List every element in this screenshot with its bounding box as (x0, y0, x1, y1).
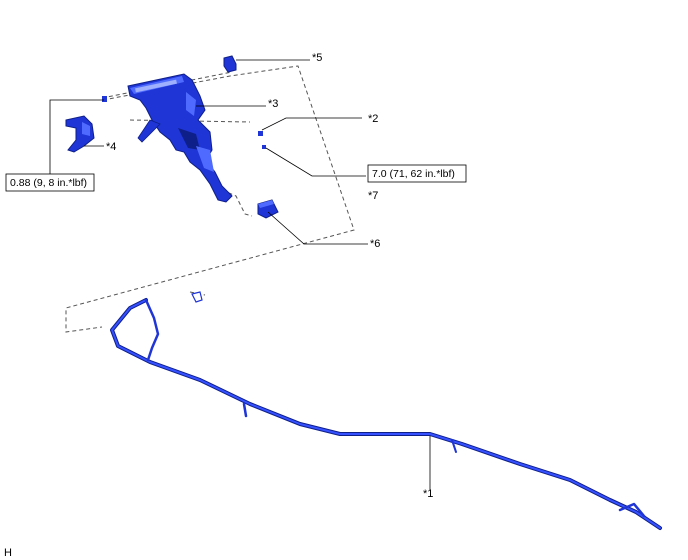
corner-mark: H (4, 547, 12, 559)
callout-5: *5 (312, 52, 322, 64)
torque-left-text: 0.88 (9, 8 in.*lbf) (10, 177, 87, 189)
callout-3: *3 (268, 98, 278, 110)
callout-1: *1 (423, 488, 433, 500)
bracket-part-4 (65, 115, 95, 153)
torque-box-left: 0.88 (9, 8 in.*lbf) (5, 173, 95, 192)
callout-6: *6 (370, 238, 380, 250)
cable-clip (191, 291, 203, 303)
nut-part-2 (258, 131, 266, 149)
bolt-left (102, 96, 107, 102)
clip-part-5 (223, 55, 237, 73)
leader-lines (49, 59, 431, 490)
pad-part-6 (257, 199, 279, 219)
parking-brake-pedal-assembly (127, 73, 233, 203)
callout-7: *7 (368, 190, 378, 202)
callout-2: *2 (368, 113, 378, 125)
torque-right-text: 7.0 (71, 62 in.*lbf) (372, 168, 455, 180)
torque-box-right: 7.0 (71, 62 in.*lbf) (367, 164, 467, 183)
callout-4: *4 (106, 141, 116, 153)
parking-brake-cable (110, 298, 662, 530)
